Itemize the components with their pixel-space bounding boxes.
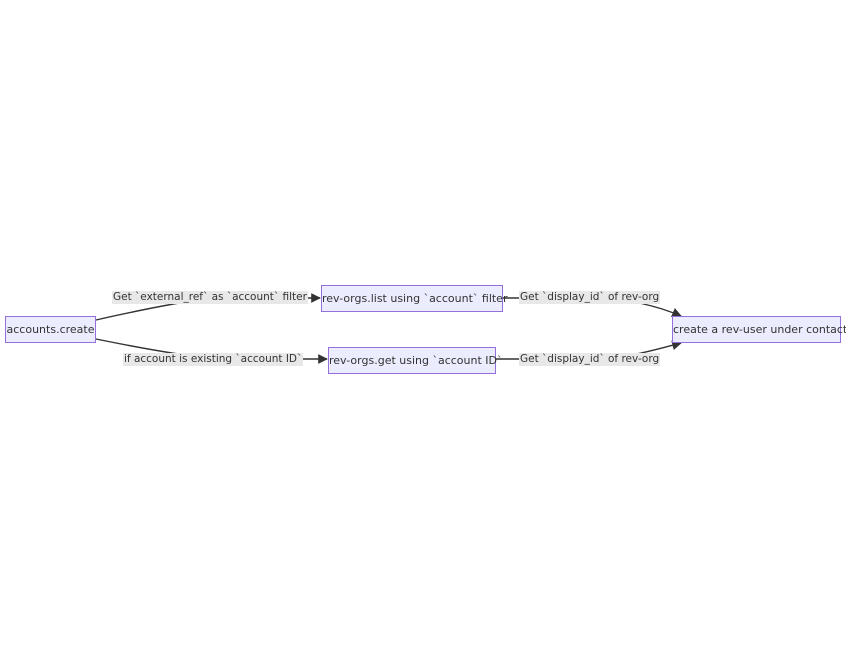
edge-label-list-to-user: Get `display_id` of rev-org [519,291,661,304]
node-accounts-create[interactable]: accounts.create [5,316,96,343]
node-create-rev-user[interactable]: create a rev-user under contact [672,316,846,343]
edge-label-to-list: Get `external_ref` as `account` filter [112,291,308,304]
edge-label-get-to-user: Get `display_id` of rev-org [519,353,661,366]
node-rev-orgs-get[interactable]: rev-orgs.get using `account ID` [328,347,503,374]
node-rev-orgs-list[interactable]: rev-orgs.list using `account` filter [321,285,507,312]
edge-label-to-get: if account is existing `account ID` [123,353,304,366]
